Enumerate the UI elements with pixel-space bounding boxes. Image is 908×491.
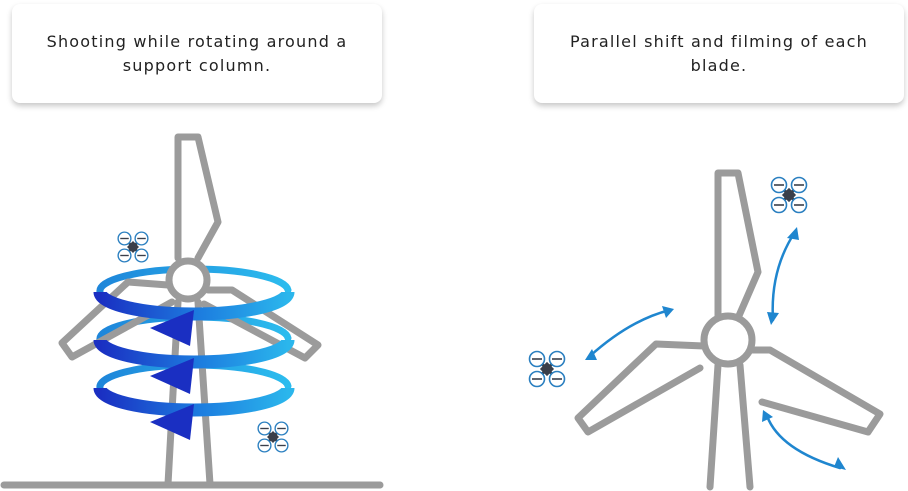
drone-icon bbox=[118, 232, 148, 262]
drone-icon bbox=[258, 422, 288, 452]
drone-icon bbox=[530, 352, 565, 387]
drone-icon bbox=[772, 178, 807, 213]
right-turbine-scene bbox=[530, 173, 881, 487]
rotation-arrow-icon bbox=[100, 292, 288, 440]
left-turbine-scene bbox=[4, 137, 380, 485]
